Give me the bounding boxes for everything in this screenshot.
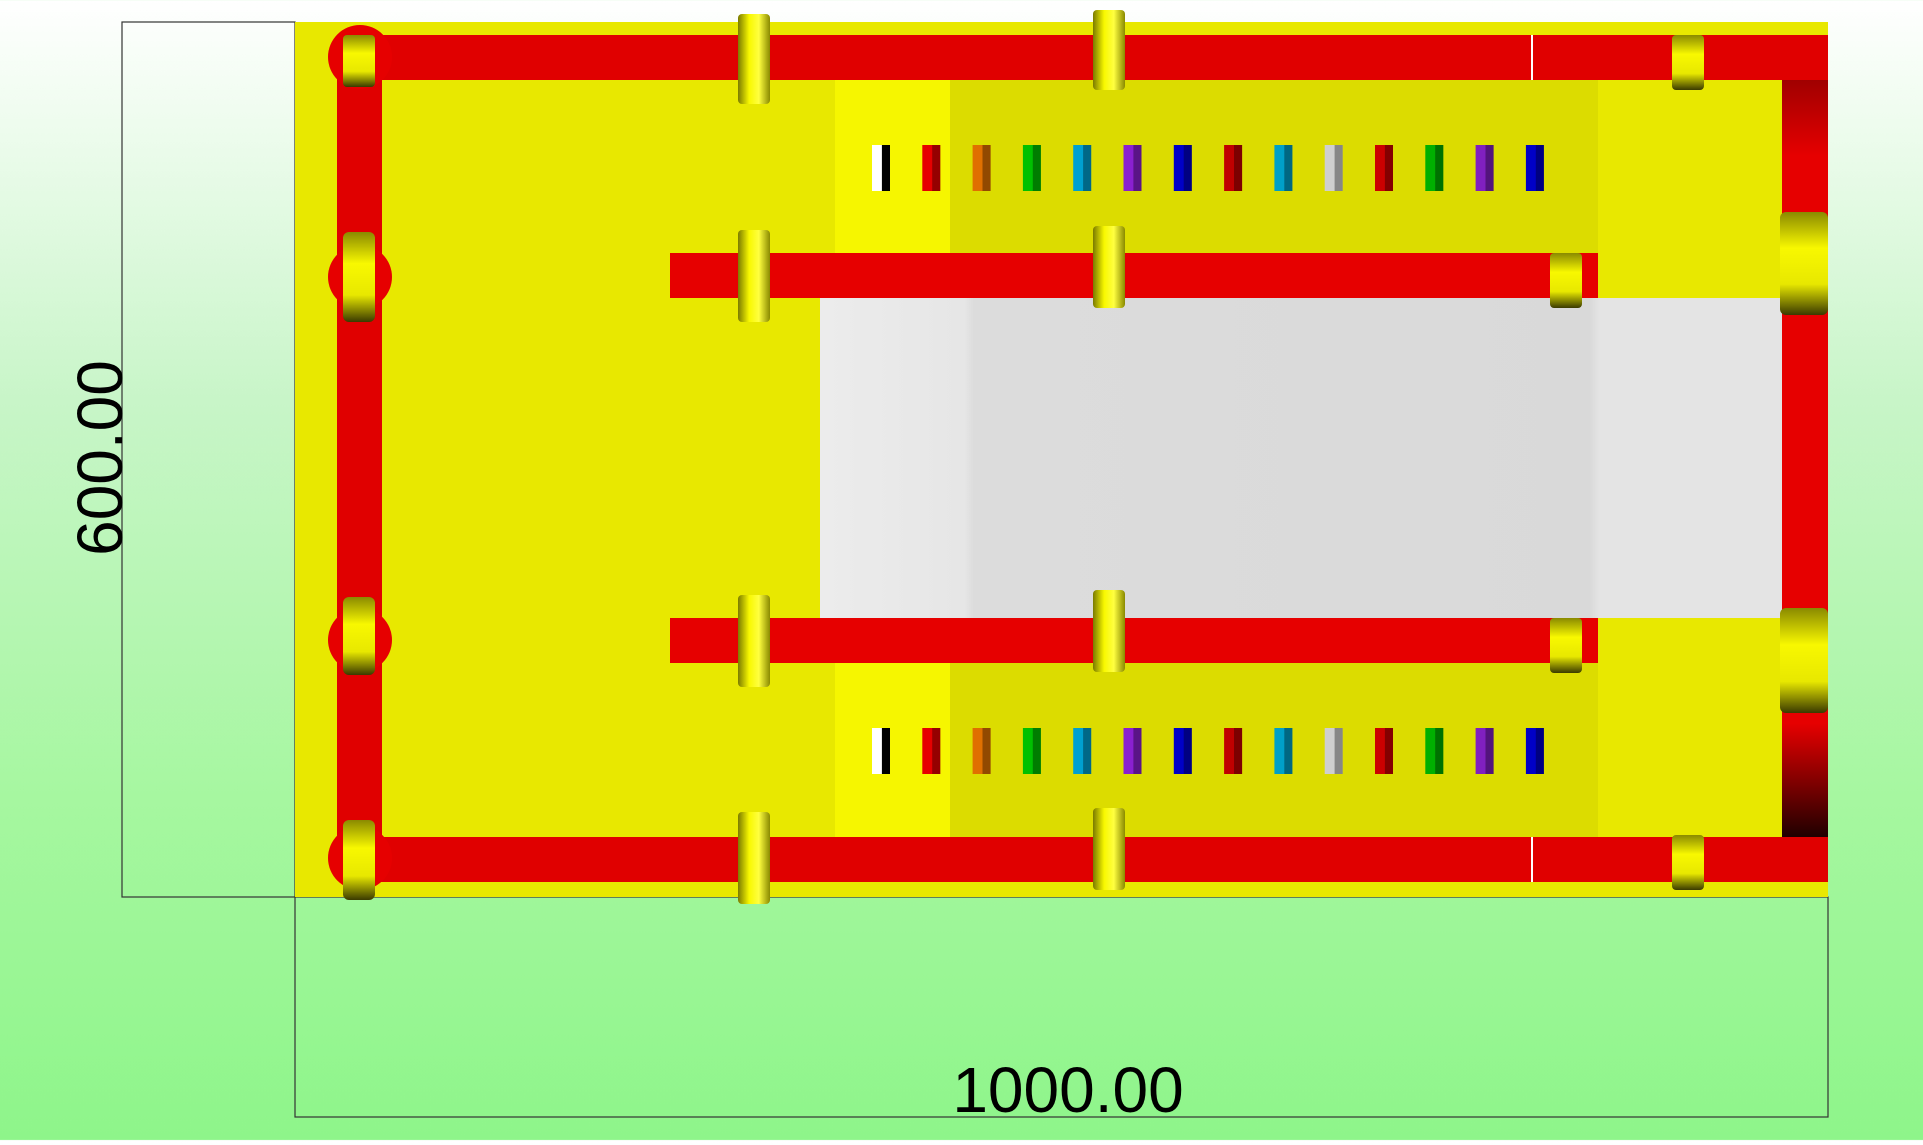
stripe-bottom-6-shade xyxy=(1133,728,1142,774)
stripe-top-7 xyxy=(1173,145,1192,191)
stripe-bottom-7 xyxy=(1173,728,1192,774)
connector-col2-top xyxy=(1093,10,1125,90)
stripe-top-11 xyxy=(1375,145,1393,191)
stripe-bottom-13-shade xyxy=(1485,728,1494,774)
connector-col2-upper xyxy=(1093,226,1125,308)
connector-right-upper xyxy=(1780,212,1828,315)
stripe-top-12 xyxy=(1425,145,1444,191)
stripe-top-7-shade xyxy=(1183,145,1192,191)
stripe-top-11-shade xyxy=(1384,145,1393,191)
stripe-top-8-shade xyxy=(1234,145,1243,191)
center-opening xyxy=(820,298,1782,618)
stripe-bottom-13 xyxy=(1475,728,1494,774)
stripe-bottom-9 xyxy=(1274,728,1293,774)
stripe-top-5-shade xyxy=(1083,145,1092,191)
connector-col1-top xyxy=(738,14,770,104)
stripe-top-6-shade xyxy=(1133,145,1142,191)
stripe-top-3-shade xyxy=(982,145,991,191)
stripe-top-13 xyxy=(1475,145,1494,191)
stripe-top-10-shade xyxy=(1334,145,1343,191)
frame-bottom-tube xyxy=(340,837,1828,882)
stripe-bottom-5 xyxy=(1073,728,1092,774)
connector-col3-upper xyxy=(1550,253,1582,308)
stripe-top-9-shade xyxy=(1284,145,1293,191)
stripe-top-14-shade xyxy=(1535,145,1544,191)
stripe-bottom-1-shade xyxy=(881,728,890,774)
stripe-bottom-2 xyxy=(922,728,941,774)
stripe-top-13-shade xyxy=(1485,145,1494,191)
stripe-bottom-12 xyxy=(1425,728,1444,774)
stripe-top-10 xyxy=(1324,145,1343,191)
connector-col1-upper xyxy=(738,230,770,322)
stripe-bottom-4-shade xyxy=(1032,728,1041,774)
connector-col1-bottom xyxy=(738,812,770,904)
stripe-bottom-14-shade xyxy=(1535,728,1544,774)
connector-col2-lower xyxy=(1093,590,1125,672)
stripe-bottom-4 xyxy=(1022,728,1041,774)
stripe-bottom-8 xyxy=(1224,728,1243,774)
height-dimension-box xyxy=(121,21,296,898)
stripe-top-5 xyxy=(1073,145,1092,191)
width-dimension-label: 1000.00 xyxy=(952,1054,1183,1126)
connector-left-3 xyxy=(343,597,375,675)
stripe-bottom-5-shade xyxy=(1083,728,1092,774)
stripe-bottom-7-shade xyxy=(1183,728,1192,774)
connector-col3-lower xyxy=(1550,618,1582,673)
stripe-top-4-shade xyxy=(1032,145,1041,191)
stripe-bottom-10-shade xyxy=(1334,728,1343,774)
stripe-top-1-shade xyxy=(881,145,890,191)
stripe-bottom-11 xyxy=(1375,728,1393,774)
color-stripe-row-top xyxy=(872,145,1544,191)
stripe-top-2 xyxy=(922,145,941,191)
frame-left-tube xyxy=(337,55,382,865)
connector-left-4 xyxy=(343,820,375,900)
stripe-top-12-shade xyxy=(1435,145,1444,191)
connector-col4-bottom xyxy=(1672,835,1704,890)
stripe-bottom-3-shade xyxy=(982,728,991,774)
stripe-bottom-6 xyxy=(1123,728,1142,774)
connector-group xyxy=(343,10,1828,904)
stripe-top-6 xyxy=(1123,145,1142,191)
frame-inner-lower-tube xyxy=(670,618,1598,663)
color-stripe-row-bottom xyxy=(872,728,1544,774)
stripe-bottom-11-shade xyxy=(1384,728,1393,774)
frame-inner-upper-tube xyxy=(670,253,1598,298)
connector-right-lower xyxy=(1780,608,1828,713)
stripe-top-2-shade xyxy=(932,145,941,191)
stripe-top-14 xyxy=(1525,145,1544,191)
stripe-bottom-8-shade xyxy=(1234,728,1243,774)
stripe-top-3 xyxy=(972,145,991,191)
stripe-bottom-10 xyxy=(1324,728,1343,774)
stripe-top-8 xyxy=(1224,145,1243,191)
height-dimension-label: 600.00 xyxy=(64,360,136,556)
frame-right-tube xyxy=(1782,80,1828,837)
stripe-bottom-2-shade xyxy=(932,728,941,774)
stripe-bottom-3 xyxy=(972,728,991,774)
stripe-bottom-14 xyxy=(1525,728,1544,774)
connector-col1-lower xyxy=(738,595,770,687)
stripe-bottom-9-shade xyxy=(1284,728,1293,774)
connector-col2-bottom xyxy=(1093,808,1125,890)
stripe-top-4 xyxy=(1022,145,1041,191)
stripe-top-9 xyxy=(1274,145,1293,191)
connector-left-2 xyxy=(343,232,375,322)
connector-col4-top xyxy=(1672,35,1704,90)
frame-top-tube xyxy=(340,35,1828,80)
stripe-bottom-12-shade xyxy=(1435,728,1444,774)
connector-left-1 xyxy=(343,35,375,87)
